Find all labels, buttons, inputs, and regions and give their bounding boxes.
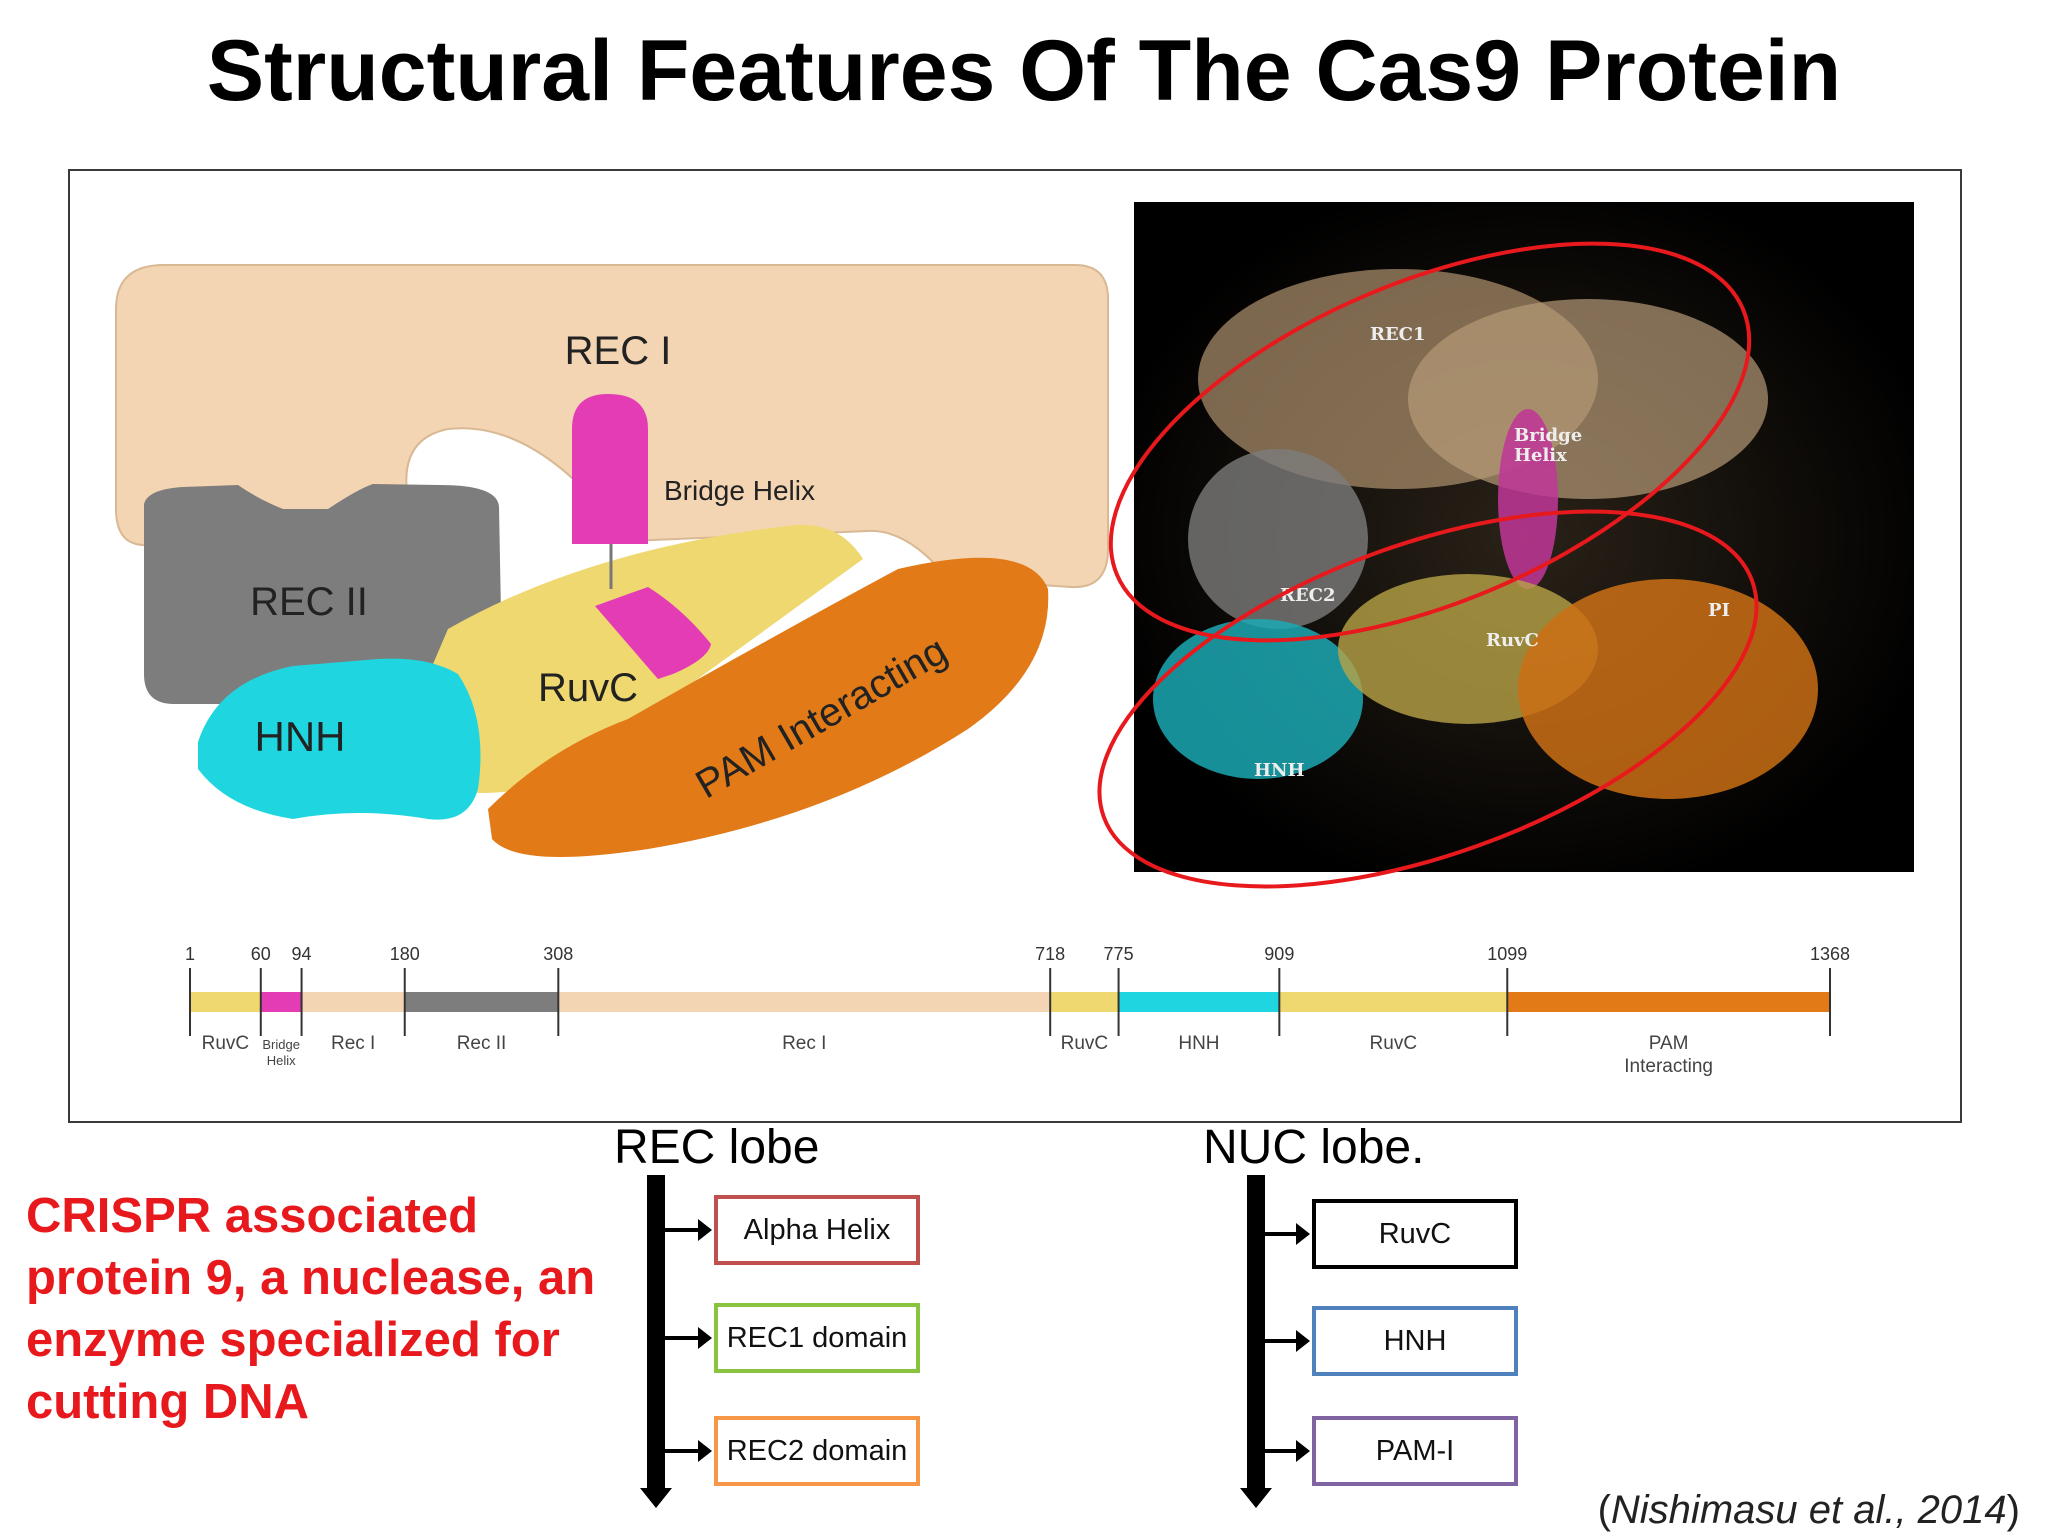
rec-lobe-title: REC lobe <box>614 1121 820 1174</box>
crystal-label-hnh: HNH <box>1254 760 1304 781</box>
crystal-label-helix: Helix <box>1514 445 1567 466</box>
rec-lobe-arrowhead-2 <box>698 1440 712 1462</box>
domain-segment-3 <box>404 992 559 1012</box>
nuc-lobe-arrow-1 <box>1265 1339 1300 1343</box>
rec-lobe-item-box: REC2 domain <box>714 1416 920 1486</box>
citation: (Nishimasu et al., 2014) <box>1598 1488 2020 1533</box>
nuc-lobe-arrowhead-0 <box>1296 1223 1310 1245</box>
domain-position-3: 180 <box>390 944 420 964</box>
domain-position-1: 60 <box>251 944 271 964</box>
citation-prefix: ( <box>1597 1488 1611 1532</box>
domain-segment-label-0-0: RuvC <box>202 1033 250 1054</box>
rec-lobe-arrow-1 <box>665 1336 702 1340</box>
crystal-hnh-region <box>1153 619 1363 779</box>
crystal-structure-panel: REC1 Bridge Helix REC2 RuvC PI HNH <box>1097 202 1914 889</box>
rec2-shape <box>144 484 502 704</box>
nuc-lobe-title: NUC lobe. <box>1203 1121 1425 1174</box>
domain-segment-8 <box>1507 992 1830 1012</box>
nuc-lobe-highlight-ring <box>1097 509 1759 889</box>
crystal-rec2-region <box>1188 449 1368 629</box>
domain-position-6: 775 <box>1104 944 1134 964</box>
domain-segment-label-3-0: Rec II <box>457 1033 507 1054</box>
nuc-lobe-item-box: PAM-I <box>1312 1416 1518 1486</box>
crystal-label-rec2: REC2 <box>1280 585 1336 606</box>
rec-lobe-arrowhead-1 <box>698 1327 712 1349</box>
domain-segment-6 <box>1118 992 1280 1012</box>
domain-segment-label-5-0: RuvC <box>1061 1033 1109 1054</box>
domain-position-9: 1368 <box>1810 944 1850 964</box>
cartoon-label-bridge-helix: Bridge Helix <box>664 475 815 506</box>
nuc-lobe-arrow-0 <box>1265 1232 1300 1236</box>
crystal-label-pi: PI <box>1708 600 1730 621</box>
domain-segment-1 <box>260 992 302 1012</box>
rec-lobe-arrowhead-0 <box>698 1219 712 1241</box>
crystal-label-rec1: REC1 <box>1370 324 1426 345</box>
rec-lobe-arrow-0 <box>665 1228 702 1232</box>
citation-text: Nishimasu et al., 2014 <box>1610 1488 2007 1532</box>
nuc-lobe-item-box: HNH <box>1312 1306 1518 1376</box>
hnh-shape <box>198 658 481 820</box>
domain-segment-4 <box>558 992 1051 1012</box>
domain-position-2: 94 <box>292 944 312 964</box>
cartoon-label-ruvc: RuvC <box>538 666 638 710</box>
rec-lobe-arrow-2 <box>665 1449 702 1453</box>
cas9-description: CRISPR associated protein 9, a nuclease,… <box>26 1189 596 1429</box>
domain-segment-label-8-1: Interacting <box>1624 1056 1713 1077</box>
citation-suffix: ) <box>2006 1488 2020 1532</box>
domain-segment-label-4-0: Rec I <box>782 1033 826 1054</box>
domain-segment-label-1-0: Bridge <box>262 1037 300 1052</box>
domain-segment-label-2-0: Rec I <box>331 1033 375 1054</box>
domain-position-0: 1 <box>185 944 195 964</box>
cartoon-label-rec2: REC II <box>250 580 368 624</box>
domain-segment-label-1-1: Helix <box>267 1053 296 1068</box>
domain-position-4: 308 <box>543 944 573 964</box>
domain-segment-label-8-0: PAM <box>1649 1033 1689 1054</box>
rec-lobe-highlight-ring <box>1108 241 1752 643</box>
domain-segment-5 <box>1050 992 1119 1012</box>
cas9-figure: REC I Bridge Helix REC II RuvC HNH PAM I… <box>115 202 1914 1077</box>
nuc-lobe-arrow-2 <box>1265 1449 1300 1453</box>
rec-lobe-arrowhead <box>640 1488 672 1508</box>
cartoon-schematic: REC I Bridge Helix REC II RuvC HNH PAM I… <box>115 264 1109 857</box>
nuc-lobe-arrowhead-2 <box>1296 1440 1310 1462</box>
pam-shape <box>488 557 1049 857</box>
crystal-pi-region <box>1518 579 1818 799</box>
nuc-lobe-trunk <box>1247 1175 1265 1492</box>
domain-segment-label-6-0: HNH <box>1178 1033 1219 1054</box>
bridge-helix-upper <box>572 394 648 544</box>
nuc-lobe-arrowhead <box>1240 1488 1272 1508</box>
crystal-rec1-region-2 <box>1408 299 1768 499</box>
ruvc-shape <box>415 524 863 793</box>
domain-segment-0 <box>190 992 261 1012</box>
nuc-lobe-item-box: RuvC <box>1312 1199 1518 1269</box>
crystal-domain-blobs <box>1153 269 1818 799</box>
rec-lobe-item-box: REC1 domain <box>714 1303 920 1373</box>
crystal-bridge-region <box>1498 409 1558 589</box>
crystal-label-ruvc: RuvC <box>1486 630 1539 651</box>
rec-lobe-trunk <box>647 1175 665 1492</box>
domain-segment-label-7-0: RuvC <box>1370 1033 1418 1054</box>
domain-position-5: 718 <box>1035 944 1065 964</box>
slide-title: Structural Features Of The Cas9 Protein <box>206 23 1842 119</box>
rec-lobe-item-box: Alpha Helix <box>714 1195 920 1265</box>
nuc-lobe-arrowhead-1 <box>1296 1330 1310 1352</box>
domain-position-7: 909 <box>1264 944 1294 964</box>
domain-segment-2 <box>301 992 405 1012</box>
cartoon-label-hnh: HNH <box>255 713 346 760</box>
cartoon-label-rec1: REC I <box>565 329 672 373</box>
crystal-label-bridge: Bridge <box>1514 425 1582 446</box>
domain-segment-7 <box>1279 992 1508 1012</box>
bridge-helix-lower <box>595 587 711 679</box>
domain-position-8: 1099 <box>1487 944 1527 964</box>
